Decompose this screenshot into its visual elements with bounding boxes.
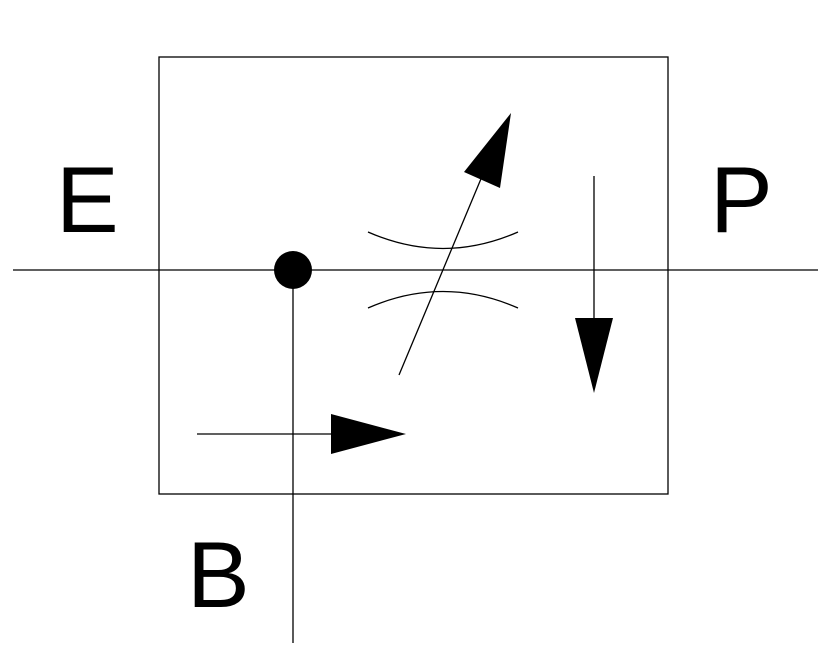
junction-dot	[274, 251, 312, 289]
port-label-p: P	[710, 147, 773, 252]
port-label-b: B	[187, 522, 250, 627]
adjustable-arrow-shaft	[398, 173, 484, 376]
throttle-arc-upper	[367, 231, 519, 250]
adjustable-arrow-head	[464, 113, 511, 188]
valve-body	[158, 56, 669, 495]
port-label-e: E	[56, 147, 119, 252]
down-arrow-head	[575, 318, 613, 393]
right-arrow-head	[331, 414, 406, 454]
throttle-arc-lower	[367, 290, 519, 309]
